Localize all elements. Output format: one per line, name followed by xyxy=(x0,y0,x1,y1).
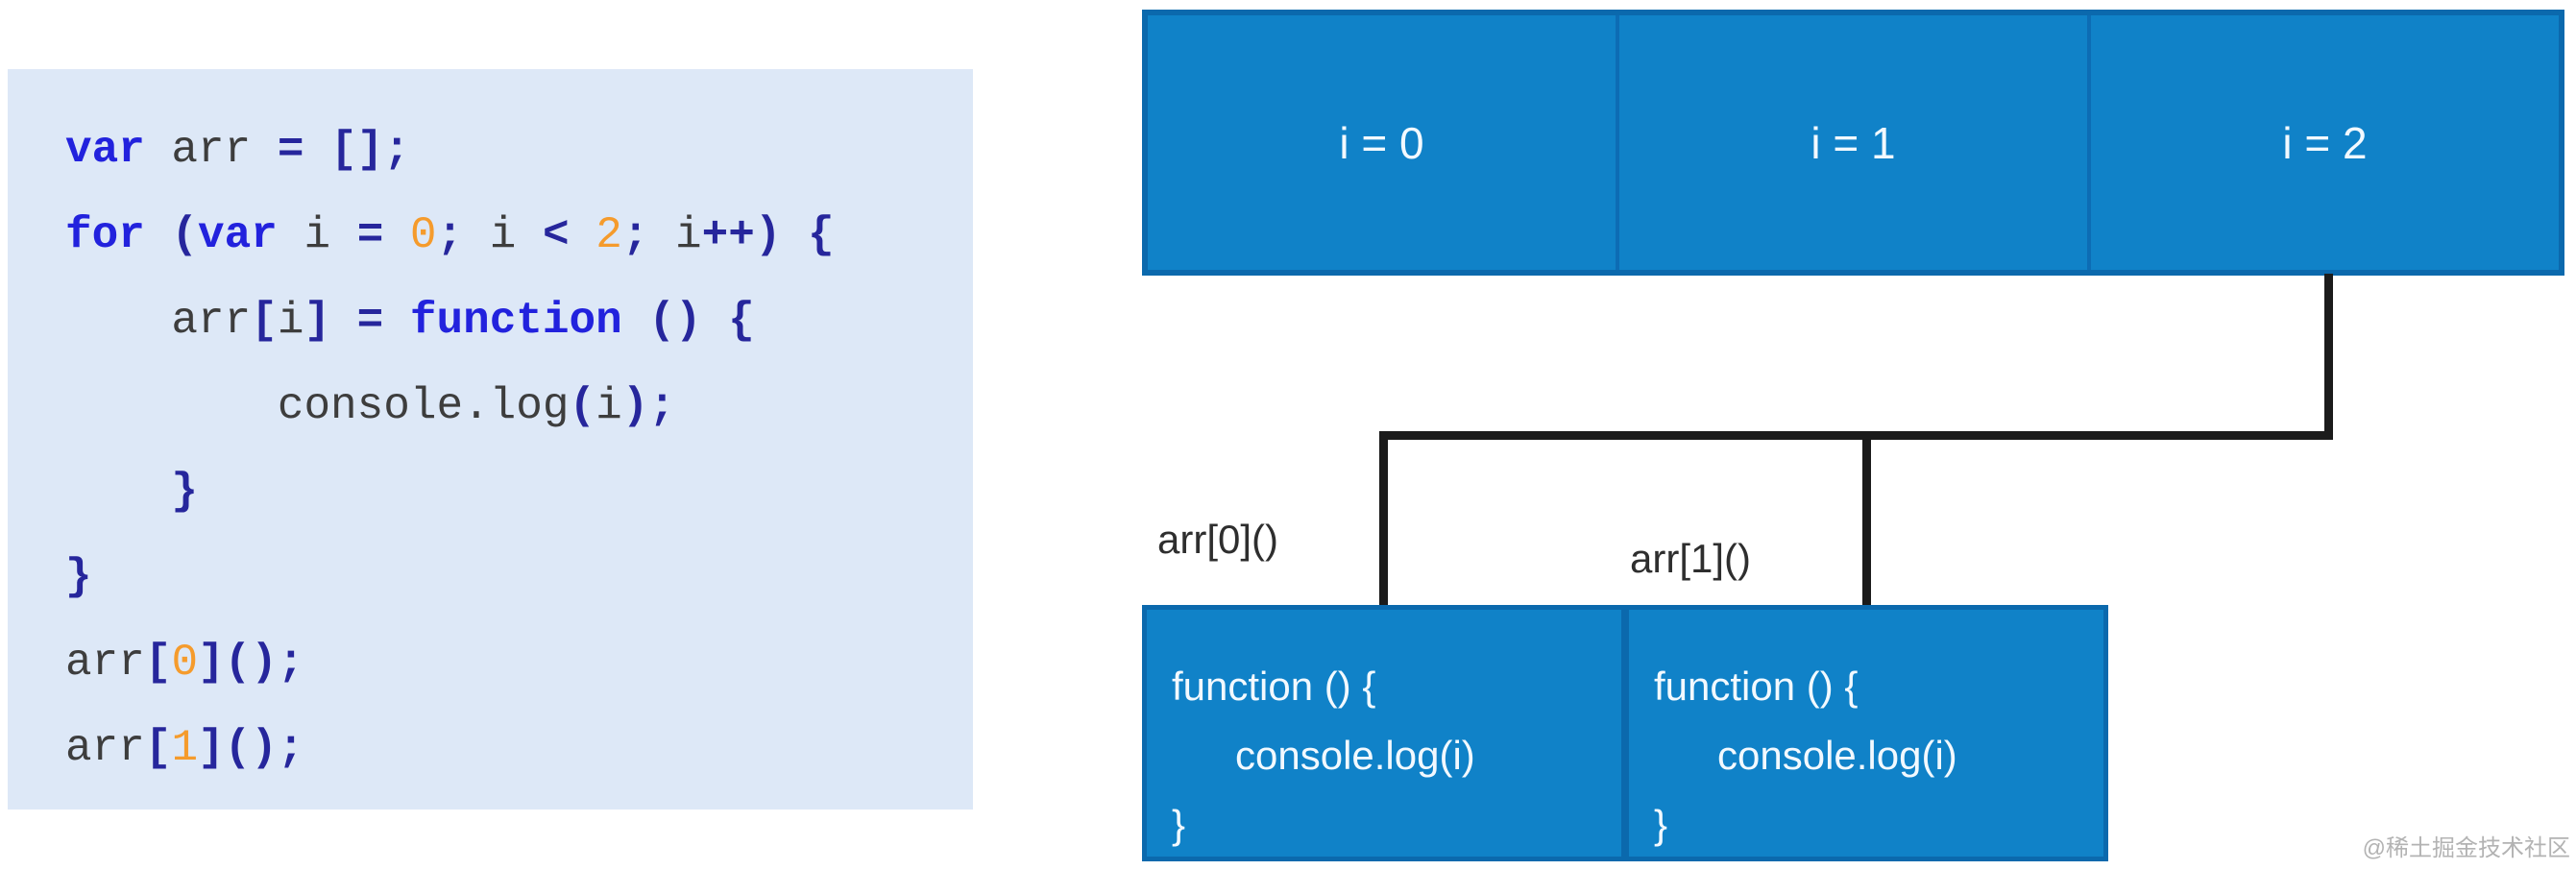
code-line: arr[i] = function () { xyxy=(65,278,973,364)
code-token-punc: } xyxy=(65,467,199,517)
code-token-kw: var xyxy=(65,125,145,175)
function-box-line: console.log(i) xyxy=(1235,733,1475,778)
code-token-id: i xyxy=(595,381,622,431)
code-token-id xyxy=(622,296,649,346)
code-line: for (var i = 0; i < 2; i++) { xyxy=(65,193,973,278)
code-line: } xyxy=(65,449,973,535)
code-token-kw: var xyxy=(198,210,278,260)
code-token-punc: [ xyxy=(251,296,278,346)
code-line: arr[1](); xyxy=(65,706,973,791)
code-token-kw: for xyxy=(65,210,145,260)
code-panel: var arr = [];for (var i = 0; i < 2; i++)… xyxy=(8,69,973,810)
connector-stub-arr1 xyxy=(1862,431,1871,607)
code-token-punc: [ xyxy=(144,638,172,688)
code-line: } xyxy=(65,535,973,620)
code-token-num: 1 xyxy=(171,723,199,773)
function-box-line: function () { xyxy=(1654,664,1859,709)
code-token-punc: () { xyxy=(648,296,755,346)
call-label-arr0: arr[0]() xyxy=(1157,517,1278,562)
code-token-punc: ; xyxy=(436,210,464,260)
iteration-cell: i = 0 xyxy=(1148,15,1616,270)
code-line: var arr = []; xyxy=(65,108,973,193)
code-token-id: i xyxy=(463,210,543,260)
function-box-arr0: function () { console.log(i) } xyxy=(1142,605,1626,861)
code-token-punc: < xyxy=(542,210,570,260)
code-token-punc: ](); xyxy=(198,723,304,773)
code-token-id xyxy=(570,210,596,260)
code-token-punc: = []; xyxy=(277,125,410,175)
code-token-id: arr xyxy=(65,296,252,346)
code-token-punc: ] = xyxy=(304,296,410,346)
function-box-line: } xyxy=(1172,802,1186,847)
code-token-num: 2 xyxy=(595,210,622,260)
code-token-id: arr xyxy=(65,638,145,688)
code-token-id: arr xyxy=(144,125,278,175)
function-box-line: function () { xyxy=(1172,664,1376,709)
function-box-line: console.log(i) xyxy=(1717,733,1957,778)
code-token-id: console.log xyxy=(65,381,570,431)
code-token-id: arr xyxy=(65,723,145,773)
code-token-punc: ); xyxy=(621,381,675,431)
code-token-punc: ( xyxy=(171,210,199,260)
code-token-kw: function xyxy=(409,296,622,346)
code-token-id xyxy=(383,210,410,260)
code-token-id xyxy=(145,210,172,260)
code-token-id: i xyxy=(277,296,304,346)
function-box-arr1: function () { console.log(i) } xyxy=(1624,605,2108,861)
code-token-num: 0 xyxy=(171,638,199,688)
function-box-line: } xyxy=(1654,802,1668,847)
connector-stub-arr0 xyxy=(1379,431,1388,607)
code-token-num: 0 xyxy=(409,210,437,260)
code-line: console.log(i); xyxy=(65,364,973,449)
connector-horizontal xyxy=(1379,431,2333,440)
code-token-punc: ; xyxy=(621,210,649,260)
connector-down-from-i2 xyxy=(2324,274,2333,440)
code-token-punc: ++) { xyxy=(701,210,835,260)
iteration-cell: i = 2 xyxy=(2091,15,2559,270)
code-token-punc: ](); xyxy=(198,638,304,688)
code-line: arr[0](); xyxy=(65,620,973,706)
iteration-cell: i = 1 xyxy=(1619,15,2087,270)
code-token-punc: ( xyxy=(569,381,596,431)
code-token-punc: [ xyxy=(144,723,172,773)
code-token-id: i xyxy=(648,210,702,260)
watermark: @稀土掘金技术社区 xyxy=(2362,835,2570,861)
code-token-punc: = xyxy=(356,210,384,260)
code-token-punc: } xyxy=(65,552,92,602)
code-token-id: i xyxy=(277,210,357,260)
call-label-arr1: arr[1]() xyxy=(1630,536,1751,581)
